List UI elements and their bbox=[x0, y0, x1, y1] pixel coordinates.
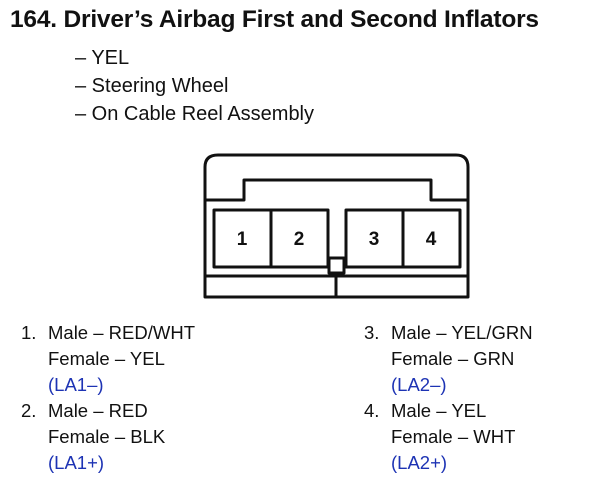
connector-key bbox=[327, 256, 346, 275]
pin-circuit-code: (LA1–) bbox=[48, 374, 104, 395]
pin-circuit-code: (LA2+) bbox=[391, 452, 448, 473]
pin-number: 3. bbox=[364, 322, 380, 343]
pin-circuit-code: (LA2–) bbox=[391, 374, 447, 395]
connector-location: – Steering Wheel bbox=[75, 75, 229, 97]
connector-color: – YEL bbox=[75, 47, 130, 69]
cavity-label-2: 2 bbox=[294, 229, 305, 250]
connector-assembly: – On Cable Reel Assembly bbox=[75, 103, 315, 125]
page-title: 164. Driver’s Airbag First and Second In… bbox=[10, 6, 539, 33]
pin-female-wire: Female – WHT bbox=[391, 426, 516, 447]
pin-male-wire: Male – RED bbox=[48, 400, 148, 421]
pin-male-wire: Male – RED/WHT bbox=[48, 322, 195, 343]
pin-number: 2. bbox=[21, 400, 37, 421]
pin-circuit-code: (LA1+) bbox=[48, 452, 105, 473]
pin-number: 1. bbox=[21, 322, 37, 343]
pin-number: 4. bbox=[364, 400, 380, 421]
cavity-label-4: 4 bbox=[426, 229, 437, 250]
cavity-label-3: 3 bbox=[369, 229, 380, 250]
pin-female-wire: Female – GRN bbox=[391, 348, 515, 369]
connector-description: – YEL – Steering Wheel – On Cable Reel A… bbox=[75, 44, 314, 128]
pin-female-wire: Female – BLK bbox=[48, 426, 166, 447]
pin-male-wire: Male – YEL/GRN bbox=[391, 322, 533, 343]
connector-housing bbox=[203, 153, 470, 299]
pin-female-wire: Female – YEL bbox=[48, 348, 165, 369]
cavity-label-1: 1 bbox=[237, 229, 248, 250]
pin-male-wire: Male – YEL bbox=[391, 400, 487, 421]
connector-latch bbox=[205, 178, 468, 202]
